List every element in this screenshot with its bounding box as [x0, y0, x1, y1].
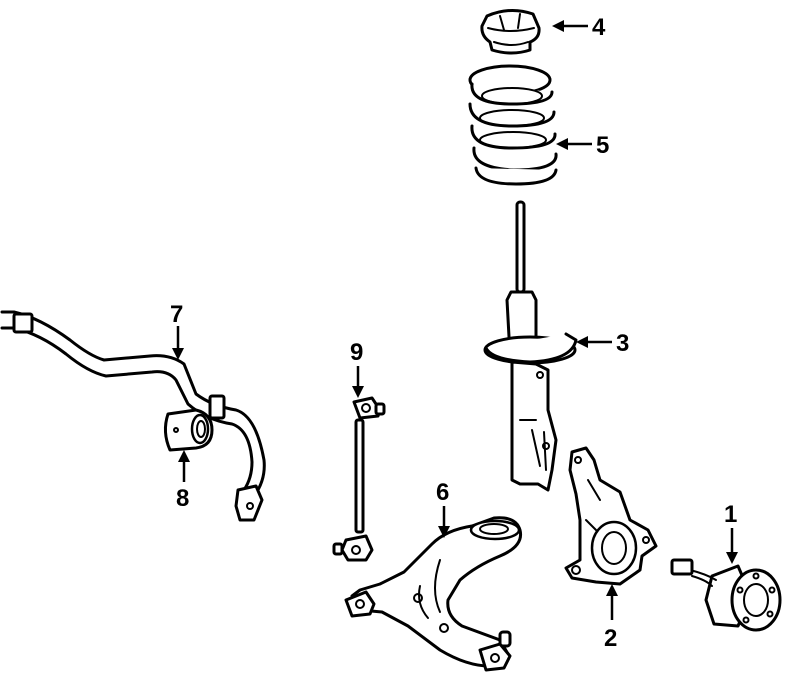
- callout-4: 4: [552, 14, 606, 41]
- strut-part: [483, 200, 578, 492]
- callout-8: 8: [176, 450, 190, 512]
- hub-bearing-part: [670, 558, 782, 632]
- bushing-part: [163, 408, 214, 452]
- steering-knuckle-part: [564, 446, 658, 586]
- callout-9-label: 9: [350, 339, 363, 366]
- callout-6: 6: [436, 479, 450, 538]
- callout-1: 1: [724, 501, 738, 564]
- callout-9: 9: [350, 339, 364, 398]
- callout-3: 3: [576, 330, 629, 357]
- callout-5-label: 5: [596, 132, 609, 159]
- callout-3-label: 3: [616, 330, 629, 357]
- callout-2: 2: [604, 584, 618, 652]
- callout-7: 7: [170, 301, 184, 360]
- callout-8-label: 8: [176, 485, 189, 512]
- coil-spring-part: [468, 64, 558, 186]
- callout-7-label: 7: [170, 301, 183, 328]
- lower-control-arm-part: [344, 516, 523, 672]
- callout-6-label: 6: [436, 479, 449, 506]
- spring-seat-part: [480, 9, 541, 55]
- callout-2-label: 2: [604, 625, 617, 652]
- callout-1-label: 1: [724, 501, 737, 528]
- stabilizer-bar-part: [0, 310, 266, 522]
- callout-4-label: 4: [592, 14, 606, 41]
- callout-5: 5: [556, 132, 609, 159]
- stabilizer-link-part: [332, 396, 386, 562]
